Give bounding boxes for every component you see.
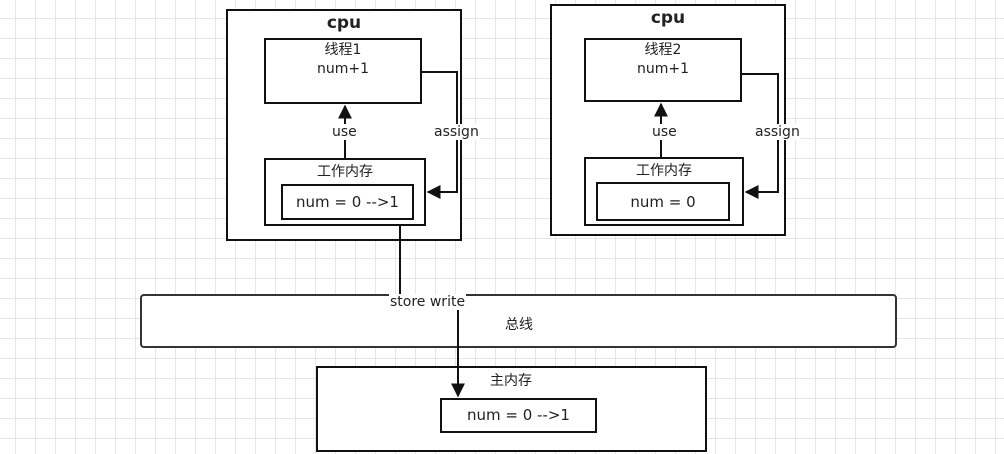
cpu2-num-box: num = 0 [596,182,730,221]
cpu2-num-value: num = 0 [630,193,696,211]
cpu1-assign-label: assign [433,124,480,140]
cpu1-use-label: use [331,124,358,140]
cpu2-work-memory-label: 工作内存 [636,163,692,179]
cpu2-assign-label: assign [754,124,801,140]
thread2-name: 线程2 [644,42,682,58]
bus-box [140,294,897,348]
main-memory-num-value: num = 0 -->1 [467,406,570,424]
cpu2-title: cpu [650,8,686,28]
cpu1-title: cpu [326,13,362,33]
store-write-label: store write [389,294,467,310]
main-memory-label: 主内存 [490,373,532,389]
cpu1-num-box: num = 0 -->1 [281,184,414,220]
cpu1-work-memory-label: 工作内存 [317,164,373,180]
cpu2-use-label: use [651,124,678,140]
thread2-op: num+1 [636,61,690,77]
thread1-name: 线程1 [324,42,362,58]
cpu1-num-value: num = 0 -->1 [296,193,399,211]
main-memory-num-box: num = 0 -->1 [440,398,597,433]
thread2-box: 线程2 num+1 [584,38,742,102]
thread1-box: 线程1 num+1 [264,38,422,104]
thread1-op: num+1 [316,61,370,77]
bus-label: 总线 [505,317,533,333]
